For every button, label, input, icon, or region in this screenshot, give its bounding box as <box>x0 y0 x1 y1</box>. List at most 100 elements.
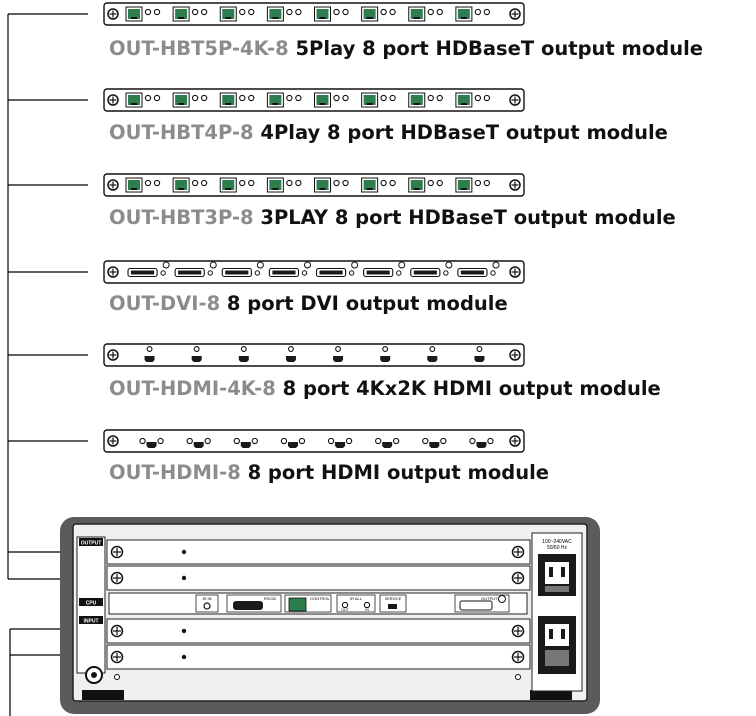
module-caption: OUT-HBT3P-8 3PLAY 8 port HDBaseT output … <box>109 206 676 230</box>
ir-in-label: IR IN <box>202 596 211 601</box>
service-box <box>379 594 407 613</box>
dvi-icon <box>457 261 500 278</box>
hdbaset-5play-icon <box>455 6 491 22</box>
hdbaset-3play-icon <box>408 177 443 193</box>
hdbaset-5play-icon <box>172 6 208 22</box>
module-caption: OUT-HBT4P-8 4Play 8 port HDBaseT output … <box>109 121 668 145</box>
chassis-slot-3 <box>106 618 531 644</box>
module-caption: OUT-DVI-8 8 port DVI output module <box>109 292 508 316</box>
hdbaset-3play-icon <box>219 177 255 193</box>
module-code: OUT-HBT3P-8 <box>109 206 254 229</box>
hdmi-4k-icon <box>285 346 296 362</box>
module-strip-2 <box>103 88 525 112</box>
input-label: INPUT <box>84 619 99 625</box>
slot-marker-dot <box>181 654 187 660</box>
hdmi-4k-icon <box>191 346 202 362</box>
module-code: OUT-DVI-8 <box>109 292 221 315</box>
hdmi-icon <box>375 437 400 448</box>
output-label-bar <box>79 538 103 546</box>
power-rating-1: 100~240VAC <box>542 539 572 545</box>
output-1-led <box>498 595 506 603</box>
slot-marker-dot <box>181 549 187 555</box>
module-description: 5Play 8 port HDBaseT output module <box>288 37 703 60</box>
hdbaset-4play-icon <box>219 92 255 108</box>
hdmi-icon <box>139 437 164 448</box>
bottom-screw-left <box>114 674 120 680</box>
input-label-bar <box>79 616 103 624</box>
module-code: OUT-HBT4P-8 <box>109 121 254 144</box>
service-label: SERVICE <box>385 597 402 601</box>
chassis-foot-right <box>530 690 572 700</box>
hdbaset-5play-icon <box>314 6 349 22</box>
hdmi-4k-icon <box>144 346 155 362</box>
module-code: OUT-HDMI-8 <box>109 461 241 484</box>
hdbaset-3play-icon <box>314 177 349 193</box>
hdbaset-5play-icon <box>125 6 161 22</box>
output-1-label: OUTPUT 1 <box>481 596 501 601</box>
dvi-icon <box>410 261 453 278</box>
service-port <box>388 604 397 609</box>
dvi-icon <box>221 261 264 278</box>
hdbaset-3play-icon <box>361 177 396 193</box>
chassis-front-panel: OUTPUT CPU INPUT IR IN RS232 CONTROL IR … <box>60 517 600 714</box>
module-strip-3 <box>103 173 525 197</box>
hdbaset-4play-icon <box>408 92 443 108</box>
dvi-icon <box>268 261 311 278</box>
module-strip-4 <box>103 260 525 284</box>
hdmi-icon <box>280 437 306 448</box>
ir-in-small-jack <box>363 601 371 609</box>
chassis-knob-center <box>91 672 97 678</box>
hdmi-4k-icon <box>333 346 344 362</box>
slot-marker-dot <box>181 575 187 581</box>
module-strip-5 <box>103 343 525 367</box>
module-faceplate <box>103 343 525 367</box>
bottom-screw-right <box>515 674 521 680</box>
hdbaset-4play-icon <box>314 92 349 108</box>
hdbaset-3play-icon <box>266 177 302 193</box>
hdmi-icon <box>422 437 447 448</box>
hdbaset-4play-icon <box>266 92 302 108</box>
hdbaset-5play-icon <box>266 6 302 22</box>
ir-out-label: OUT <box>341 608 349 612</box>
chassis-slots <box>106 539 531 670</box>
hdbaset-5play-icon <box>219 6 255 22</box>
ir-in-small-label: IN <box>365 608 369 612</box>
chassis-slot-1 <box>106 539 531 565</box>
rs232-label: RS232 <box>264 596 277 601</box>
hdmi-4k-icon <box>380 346 391 362</box>
dvi-icon <box>127 261 170 278</box>
hdmi-icon <box>186 437 211 448</box>
hdmi-4k-icon <box>474 346 485 362</box>
output-label: OUTPUT <box>81 541 102 547</box>
control-port <box>288 597 307 612</box>
rs232-port <box>233 601 263 610</box>
module-faceplate <box>103 429 525 453</box>
dvi-icon <box>174 261 217 278</box>
hdbaset-3play-icon <box>455 177 491 193</box>
ir-in-jack <box>203 602 211 610</box>
chassis-slot-4 <box>106 644 531 670</box>
hdbaset-4play-icon <box>172 92 208 108</box>
hdbaset-3play-icon <box>125 177 161 193</box>
ir-all-label: IR ALL <box>350 596 363 601</box>
hdmi-4k-icon <box>427 346 438 362</box>
hdbaset-4play-icon <box>455 92 491 108</box>
hdbaset-4play-icon <box>361 92 396 108</box>
hdbaset-3play-icon <box>172 177 208 193</box>
module-description: 4Play 8 port HDBaseT output module <box>253 121 668 144</box>
module-code: OUT-HBT5P-4K-8 <box>109 37 289 60</box>
cpu-label: CPU <box>86 601 97 607</box>
module-code: OUT-HDMI-4K-8 <box>109 377 276 400</box>
power-inlet-upper <box>538 554 576 596</box>
hdmi-icon <box>327 437 353 448</box>
chassis-foot-left <box>82 690 124 700</box>
module-strip-1 <box>103 2 525 26</box>
slot-marker-dot <box>181 628 187 634</box>
hdbaset-4play-icon <box>125 92 161 108</box>
hdmi-icon <box>469 437 494 448</box>
hdbaset-5play-icon <box>408 6 443 22</box>
module-caption: OUT-HBT5P-4K-8 5Play 8 port HDBaseT outp… <box>109 37 703 61</box>
hdmi-4k-icon <box>238 346 249 362</box>
control-label: CONTROL <box>310 596 330 601</box>
